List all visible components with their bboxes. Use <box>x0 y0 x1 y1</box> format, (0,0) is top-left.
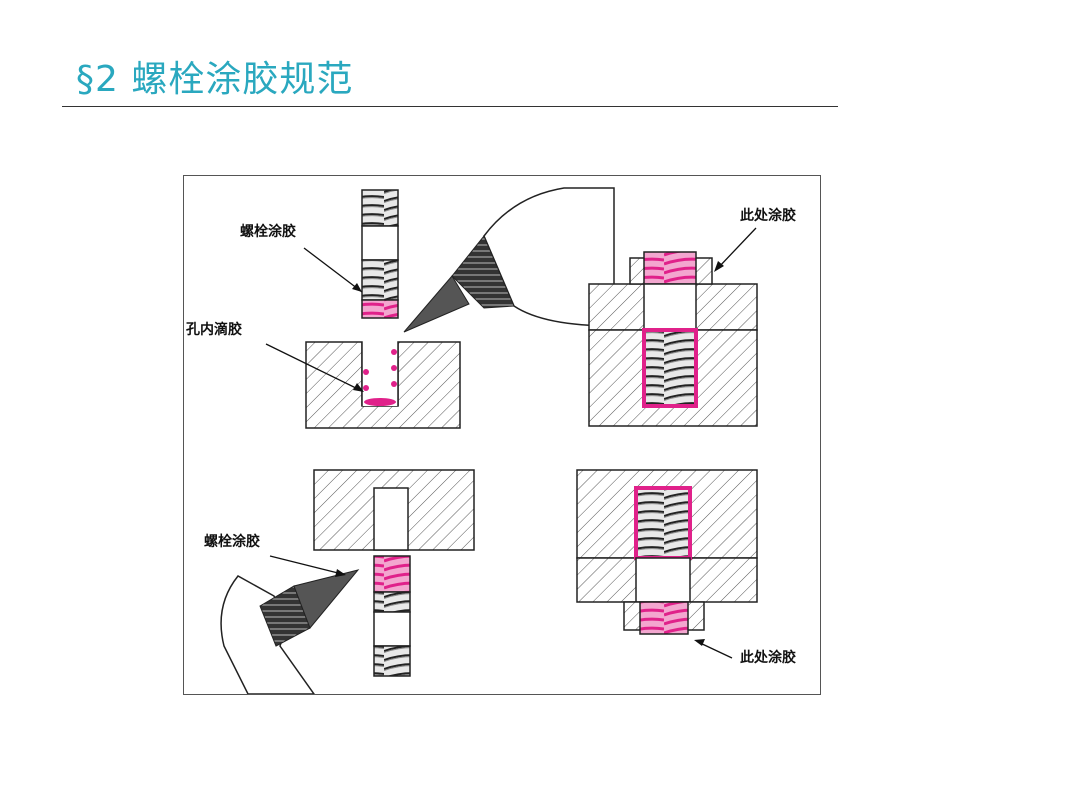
panel-bolt-into-block: 螺栓涂胶 <box>204 469 475 694</box>
slide-title: §2 螺栓涂胶规范 <box>76 59 354 100</box>
thread-locker-diagram: 螺栓涂胶 孔内滴胶 此处涂胶 螺栓涂胶 <box>183 175 821 695</box>
panel-bolt-from-below: 此处涂胶 <box>576 469 796 666</box>
panel-through-bolt-nut: 此处涂胶 <box>588 207 796 427</box>
panel-bolt-and-hole-glue: 螺栓涂胶 孔内滴胶 <box>186 187 615 429</box>
label-hole-glue: 孔内滴胶 <box>186 321 242 338</box>
glue-bottle-bottom <box>220 569 360 694</box>
adhesive-drop <box>364 398 396 406</box>
title-divider <box>62 106 838 107</box>
bolt-top-left <box>361 189 399 319</box>
tapped-block-top <box>305 341 461 429</box>
glue-bottle-top <box>403 187 615 333</box>
label-bolt-glue-top: 螺栓涂胶 <box>240 223 296 240</box>
label-bolt-glue-bottom: 螺栓涂胶 <box>204 533 260 550</box>
label-glue-here-bottom: 此处涂胶 <box>740 649 796 666</box>
label-glue-here-top: 此处涂胶 <box>740 207 796 224</box>
